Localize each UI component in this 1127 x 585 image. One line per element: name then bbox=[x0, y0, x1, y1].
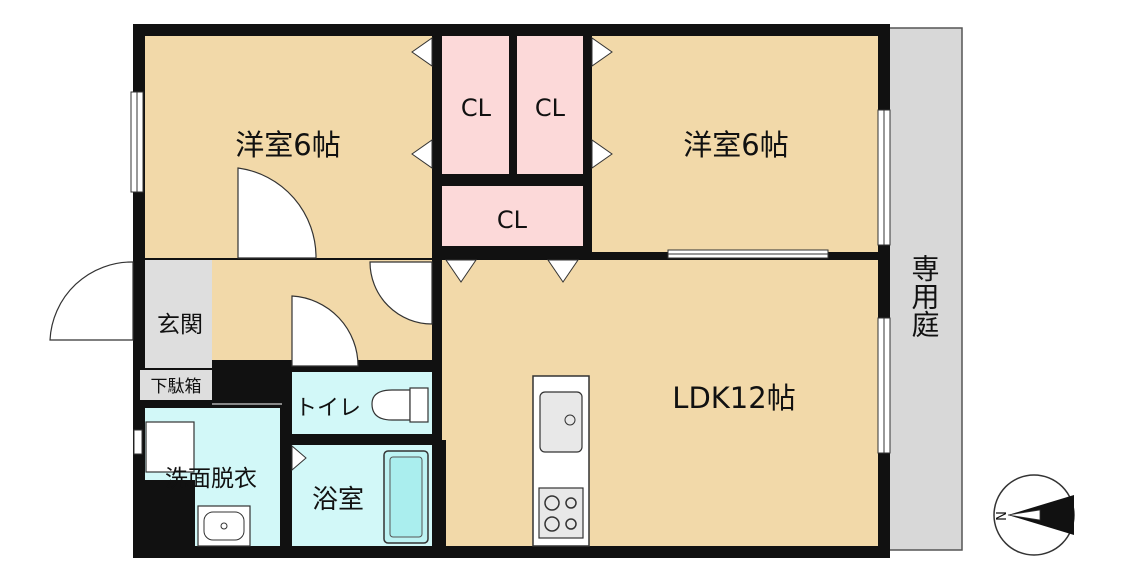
ventilation-grille bbox=[133, 429, 143, 455]
label-western-right: 洋室6帖 bbox=[683, 128, 788, 162]
label-western-left: 洋室6帖 bbox=[235, 128, 340, 162]
kitchen-floor bbox=[442, 440, 537, 546]
label-closet-a: CL bbox=[461, 94, 492, 122]
svg-text:N: N bbox=[995, 511, 1010, 521]
label-closet-b: CL bbox=[535, 94, 566, 122]
closet-door-marker bbox=[445, 259, 477, 283]
label-bath: 浴室 bbox=[312, 485, 364, 515]
garden-area bbox=[887, 27, 963, 551]
shoe-box-area bbox=[140, 370, 212, 400]
sink-icon bbox=[539, 391, 583, 453]
washbasin-icon bbox=[197, 505, 251, 547]
washing-machine-icon bbox=[145, 421, 195, 473]
closet-door-marker bbox=[411, 139, 433, 169]
label-ldk: LDK12帖 bbox=[672, 381, 795, 415]
label-washroom: 洗面脱衣 bbox=[165, 466, 257, 492]
closet-a bbox=[442, 36, 509, 174]
closet-door-marker bbox=[411, 37, 433, 67]
label-shoe-box: 下駄箱 bbox=[151, 377, 202, 397]
door-swing-toilet bbox=[291, 295, 359, 367]
stove-icon bbox=[538, 487, 584, 539]
closet-door-marker bbox=[591, 139, 613, 169]
wall-block bbox=[140, 480, 195, 550]
bath-door-marker bbox=[291, 444, 307, 472]
label-entrance: 玄関 bbox=[157, 312, 203, 338]
wall-block bbox=[432, 440, 446, 550]
compass-icon: N bbox=[993, 474, 1075, 556]
closet-door-marker bbox=[591, 37, 613, 67]
label-garden: 専用庭 bbox=[908, 254, 941, 338]
label-toilet: トイレ bbox=[295, 396, 361, 421]
closet-door-marker bbox=[547, 259, 579, 283]
room-western-right bbox=[592, 36, 878, 252]
door-swing-hall-ldk bbox=[369, 261, 433, 325]
door-swing-entrance bbox=[49, 261, 134, 341]
bathtub-icon bbox=[383, 450, 429, 544]
door-swing-left-room bbox=[237, 167, 317, 259]
closet-c bbox=[442, 186, 583, 246]
entrance-area bbox=[145, 260, 212, 368]
label-closet-c: CL bbox=[497, 206, 528, 234]
closet-b bbox=[517, 36, 583, 174]
toilet-icon bbox=[371, 387, 429, 423]
